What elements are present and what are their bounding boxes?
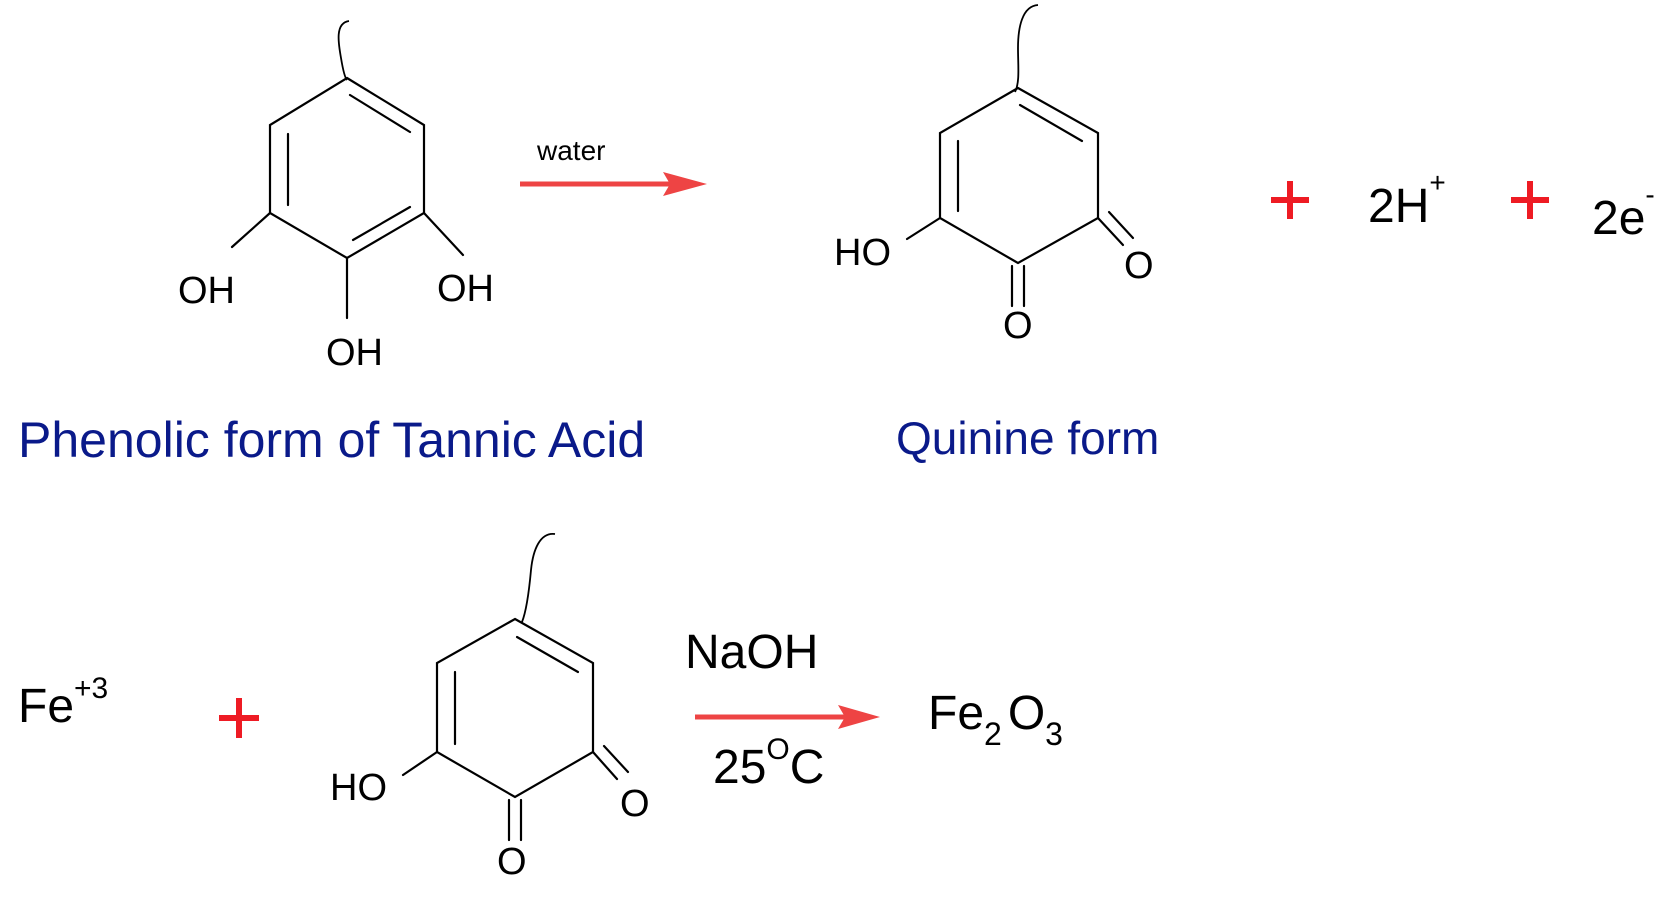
double-bond-inner: [348, 93, 412, 134]
o-label-bottom: O: [497, 841, 527, 883]
plus-sign: [1271, 181, 1309, 219]
temperature-condition: 25OC: [713, 733, 824, 794]
carbonyl-bond-right: [1096, 216, 1125, 247]
wavy-attachment-bond: [1014, 4, 1039, 93]
caption-phenolic-form: Phenolic form of Tannic Acid: [18, 412, 645, 468]
benzene-ring: [268, 76, 426, 260]
double-bond-inner: [351, 205, 412, 242]
o-label-bottom: O: [1003, 305, 1033, 347]
quinone-ring: [938, 86, 1100, 265]
oh-label-bottom: OH: [326, 332, 383, 374]
arrow-label-water: water: [536, 135, 605, 166]
quinone-ring-structure-2: [401, 533, 630, 842]
carbonyl-bond-right: [1107, 210, 1135, 240]
wavy-attachment-bond: [521, 533, 556, 623]
phenolic-ring-structure: [230, 20, 465, 320]
reaction-arrow-2: [695, 705, 880, 729]
ho-label: HO: [834, 232, 891, 274]
reagent-naoh: NaOH: [685, 626, 818, 679]
caption-quinine-form: Quinine form: [896, 412, 1159, 464]
reaction-arrow-1: [520, 172, 707, 196]
quinone-ring-structure: [905, 4, 1135, 308]
plus-sign: [1511, 181, 1549, 219]
quinone-ring: [435, 617, 595, 799]
oh-label-left: OH: [178, 270, 235, 312]
oh-label-right: OH: [437, 268, 494, 310]
oh-bond-right: [422, 211, 465, 257]
oh-bond-left: [230, 211, 272, 249]
iron-ion: Fe+3: [18, 672, 108, 733]
proton-product: 2H+: [1368, 167, 1446, 233]
double-bond-inner: [1018, 103, 1084, 143]
plus-sign: [219, 698, 259, 738]
double-bond-inner: [515, 635, 580, 674]
carbonyl-bond-right: [602, 744, 630, 774]
o-label-right: O: [620, 783, 650, 825]
ho-label: HO: [330, 767, 387, 809]
ho-bond: [905, 216, 942, 241]
carbonyl-bond-right: [591, 750, 619, 781]
electron-product: 2e-: [1592, 179, 1655, 245]
o-label-right: O: [1124, 245, 1154, 287]
wavy-attachment-bond: [337, 20, 350, 81]
ho-bond: [401, 750, 439, 777]
